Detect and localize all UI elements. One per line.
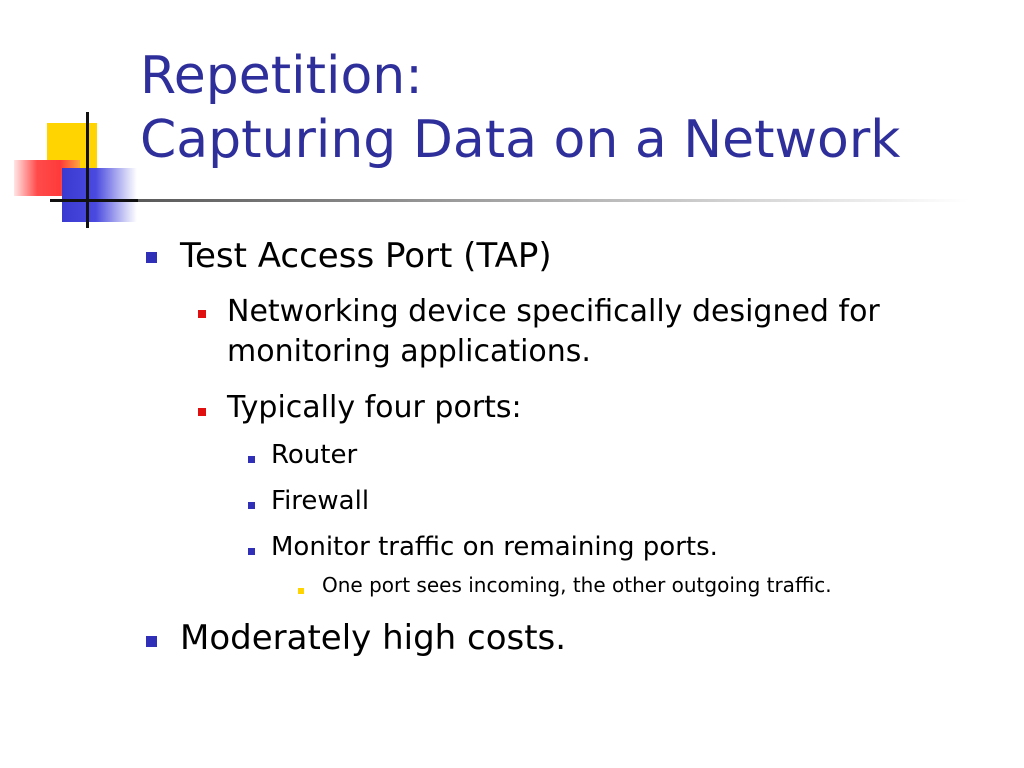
bullet-item-level3: Router — [271, 440, 358, 470]
bullet-item-level2: Typically four ports: — [227, 390, 522, 425]
bullet-item-level3: Monitor traffic on remaining ports. — [271, 532, 718, 562]
bullet-item-level4: One port sees incoming, the other outgoi… — [322, 573, 832, 597]
slide-title: Repetition: Capturing Data on a Network — [140, 44, 1000, 172]
bullet-marker-level1 — [146, 636, 157, 647]
title-underline — [138, 199, 968, 202]
horizontal-line-shape — [50, 199, 140, 202]
bullet-item-level2: Networking device specifically designed … — [227, 294, 880, 369]
title-line-1: Repetition: — [140, 46, 423, 106]
bullet-marker-level1 — [146, 252, 157, 263]
bullet-marker-level4 — [298, 588, 304, 594]
bullet-item-level1: Test Access Port (TAP) — [180, 236, 552, 276]
bullet-marker-level3 — [248, 548, 255, 555]
title-line-2: Capturing Data on a Network — [140, 110, 901, 170]
decorative-logo — [0, 0, 160, 240]
bullet-item-level3: Firewall — [271, 486, 370, 516]
bullet-item-level1: Moderately high costs. — [180, 618, 567, 658]
bullet-marker-level2 — [198, 408, 206, 416]
bullet-marker-level3 — [248, 502, 255, 509]
vertical-line-shape — [86, 112, 89, 228]
blue-square-shape — [62, 168, 137, 222]
bullet-marker-level2 — [198, 310, 206, 318]
bullet-marker-level3 — [248, 456, 255, 463]
